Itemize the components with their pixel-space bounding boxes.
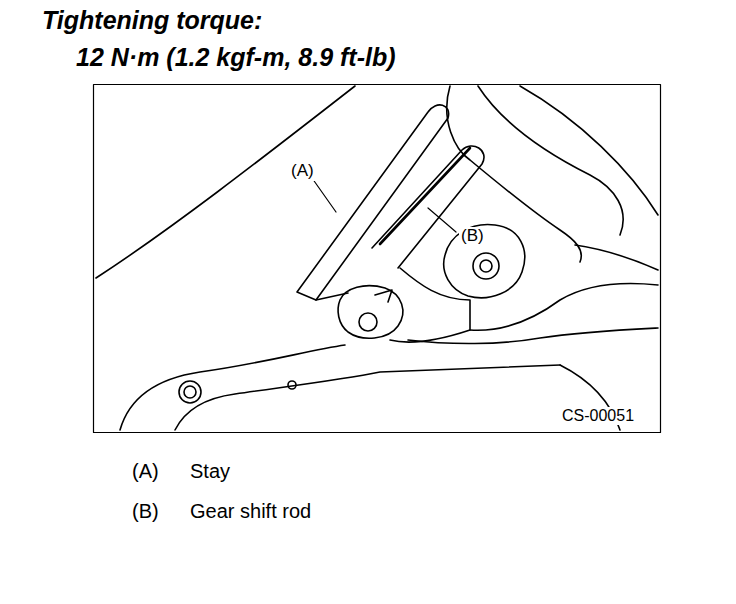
key-letter: (B): [132, 500, 159, 522]
gear-shift-rod: [372, 146, 484, 268]
crossmember: [120, 345, 345, 430]
gear-shift-rod-edge: [380, 148, 470, 244]
bolt: [179, 381, 201, 403]
key-letter: (A): [132, 460, 159, 482]
part-name: Stay: [190, 460, 230, 482]
bolt: [473, 253, 499, 279]
leader-line: [428, 208, 456, 232]
callout-letter: (A): [289, 162, 316, 181]
lever-boot: [447, 86, 582, 262]
crossmember: [175, 365, 560, 430]
heading: Tightening torque:: [42, 7, 262, 35]
leader-line: [312, 178, 336, 212]
hole: [288, 381, 296, 389]
lever-boot: [478, 86, 623, 235]
figure-code: CS-00051: [560, 407, 636, 425]
body-outline: [470, 283, 658, 330]
figure-frame: [94, 85, 661, 433]
bolt: [480, 260, 492, 272]
bolt: [184, 386, 196, 398]
body-outline: [575, 245, 658, 270]
callout-letter: (B): [459, 227, 486, 246]
part-name: Gear shift rod: [190, 500, 311, 522]
torque-value: 12 N·m (1.2 kgf-m, 8.9 ft-lb): [76, 44, 396, 72]
body-outline: [96, 86, 355, 278]
clip: [375, 290, 392, 302]
bolt: [359, 313, 377, 331]
joint: [444, 225, 525, 298]
bracket: [338, 286, 403, 339]
stay: [297, 105, 449, 300]
crossmember: [408, 328, 658, 344]
body-outline: [520, 86, 658, 215]
